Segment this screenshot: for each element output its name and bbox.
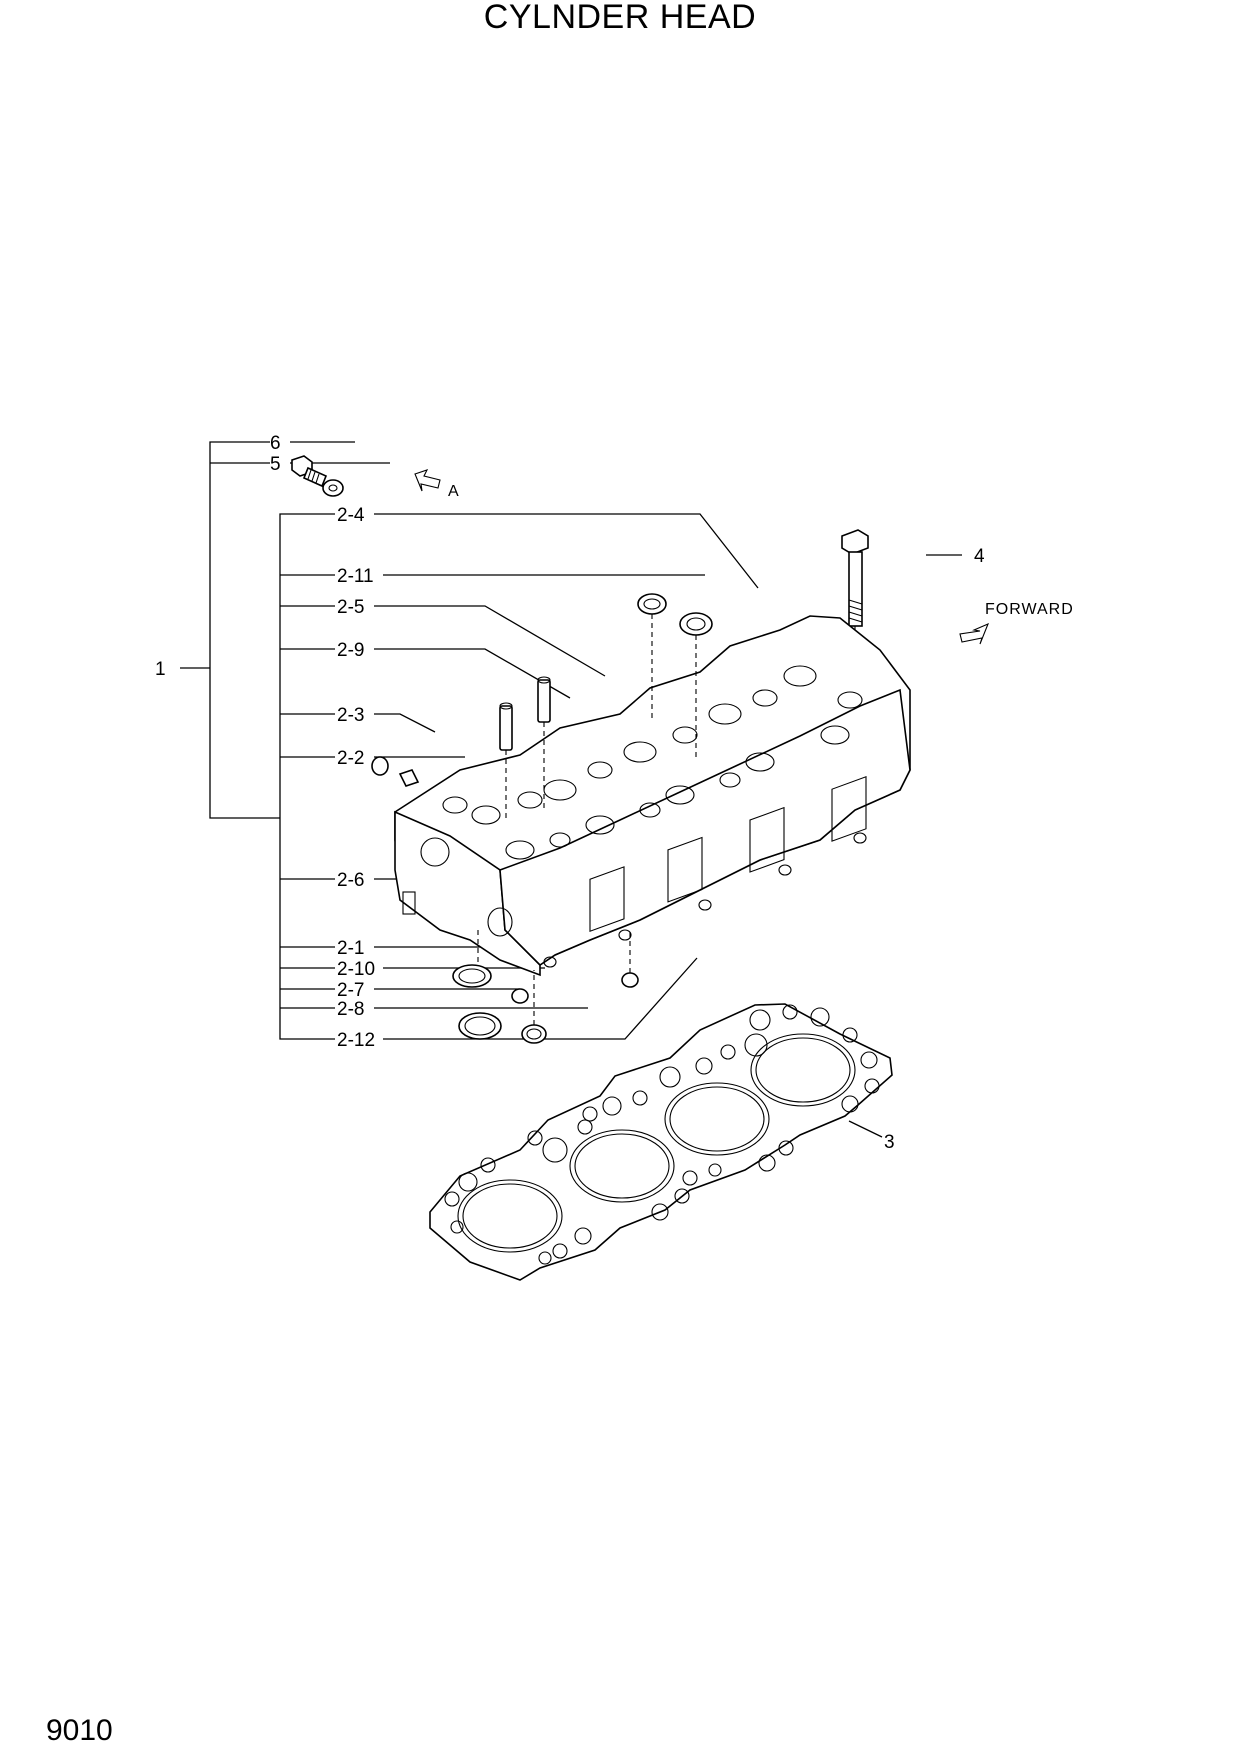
forward-label: FORWARD [985, 601, 1074, 618]
view-a-arrow-icon [414, 469, 441, 492]
page-number: 9010 [46, 1714, 113, 1747]
rings-part-2-10-2-8-2-12 [452, 930, 547, 1044]
label-2-7: 2-7 [337, 980, 364, 1001]
label-2-1: 2-1 [337, 938, 364, 959]
lower-plugs-part-2-7 [511, 930, 639, 1004]
callout-labels: 1 6 5 2-4 2-11 2-5 2-9 2-3 2-2 2-6 2-1 2… [155, 433, 1074, 1153]
label-6: 6 [270, 433, 281, 454]
label-2-8: 2-8 [337, 999, 364, 1020]
label-1: 1 [155, 659, 166, 680]
gasket-small-holes [444, 1004, 880, 1265]
label-2-6: 2-6 [337, 870, 364, 891]
label-2-10: 2-10 [337, 959, 375, 980]
bolt-part-5 [291, 455, 328, 488]
valve-seat-ring-part-2-11 [637, 593, 713, 760]
label-2-11: 2-11 [337, 566, 374, 587]
page-title: CYLNDER HEAD [483, 0, 757, 36]
label-2-3: 2-3 [337, 705, 364, 726]
label-2-5: 2-5 [337, 597, 364, 618]
valve-guides-part-2-9 [499, 676, 551, 820]
label-2-12: 2-12 [337, 1030, 375, 1051]
label-2-2: 2-2 [337, 748, 364, 769]
label-3: 3 [884, 1132, 895, 1153]
deck-holes [442, 665, 863, 860]
plug-part-2-2 [371, 756, 420, 787]
label-5: 5 [270, 454, 281, 475]
cylinder-head-part-2 [394, 615, 911, 977]
head-gasket-part-3 [429, 1003, 893, 1281]
forward-arrow-icon [959, 622, 990, 645]
washer-part-6 [322, 479, 344, 497]
label-4: 4 [974, 546, 985, 567]
view-marker-a: A [448, 483, 460, 500]
label-2-9: 2-9 [337, 640, 364, 661]
label-2-4: 2-4 [337, 505, 365, 526]
